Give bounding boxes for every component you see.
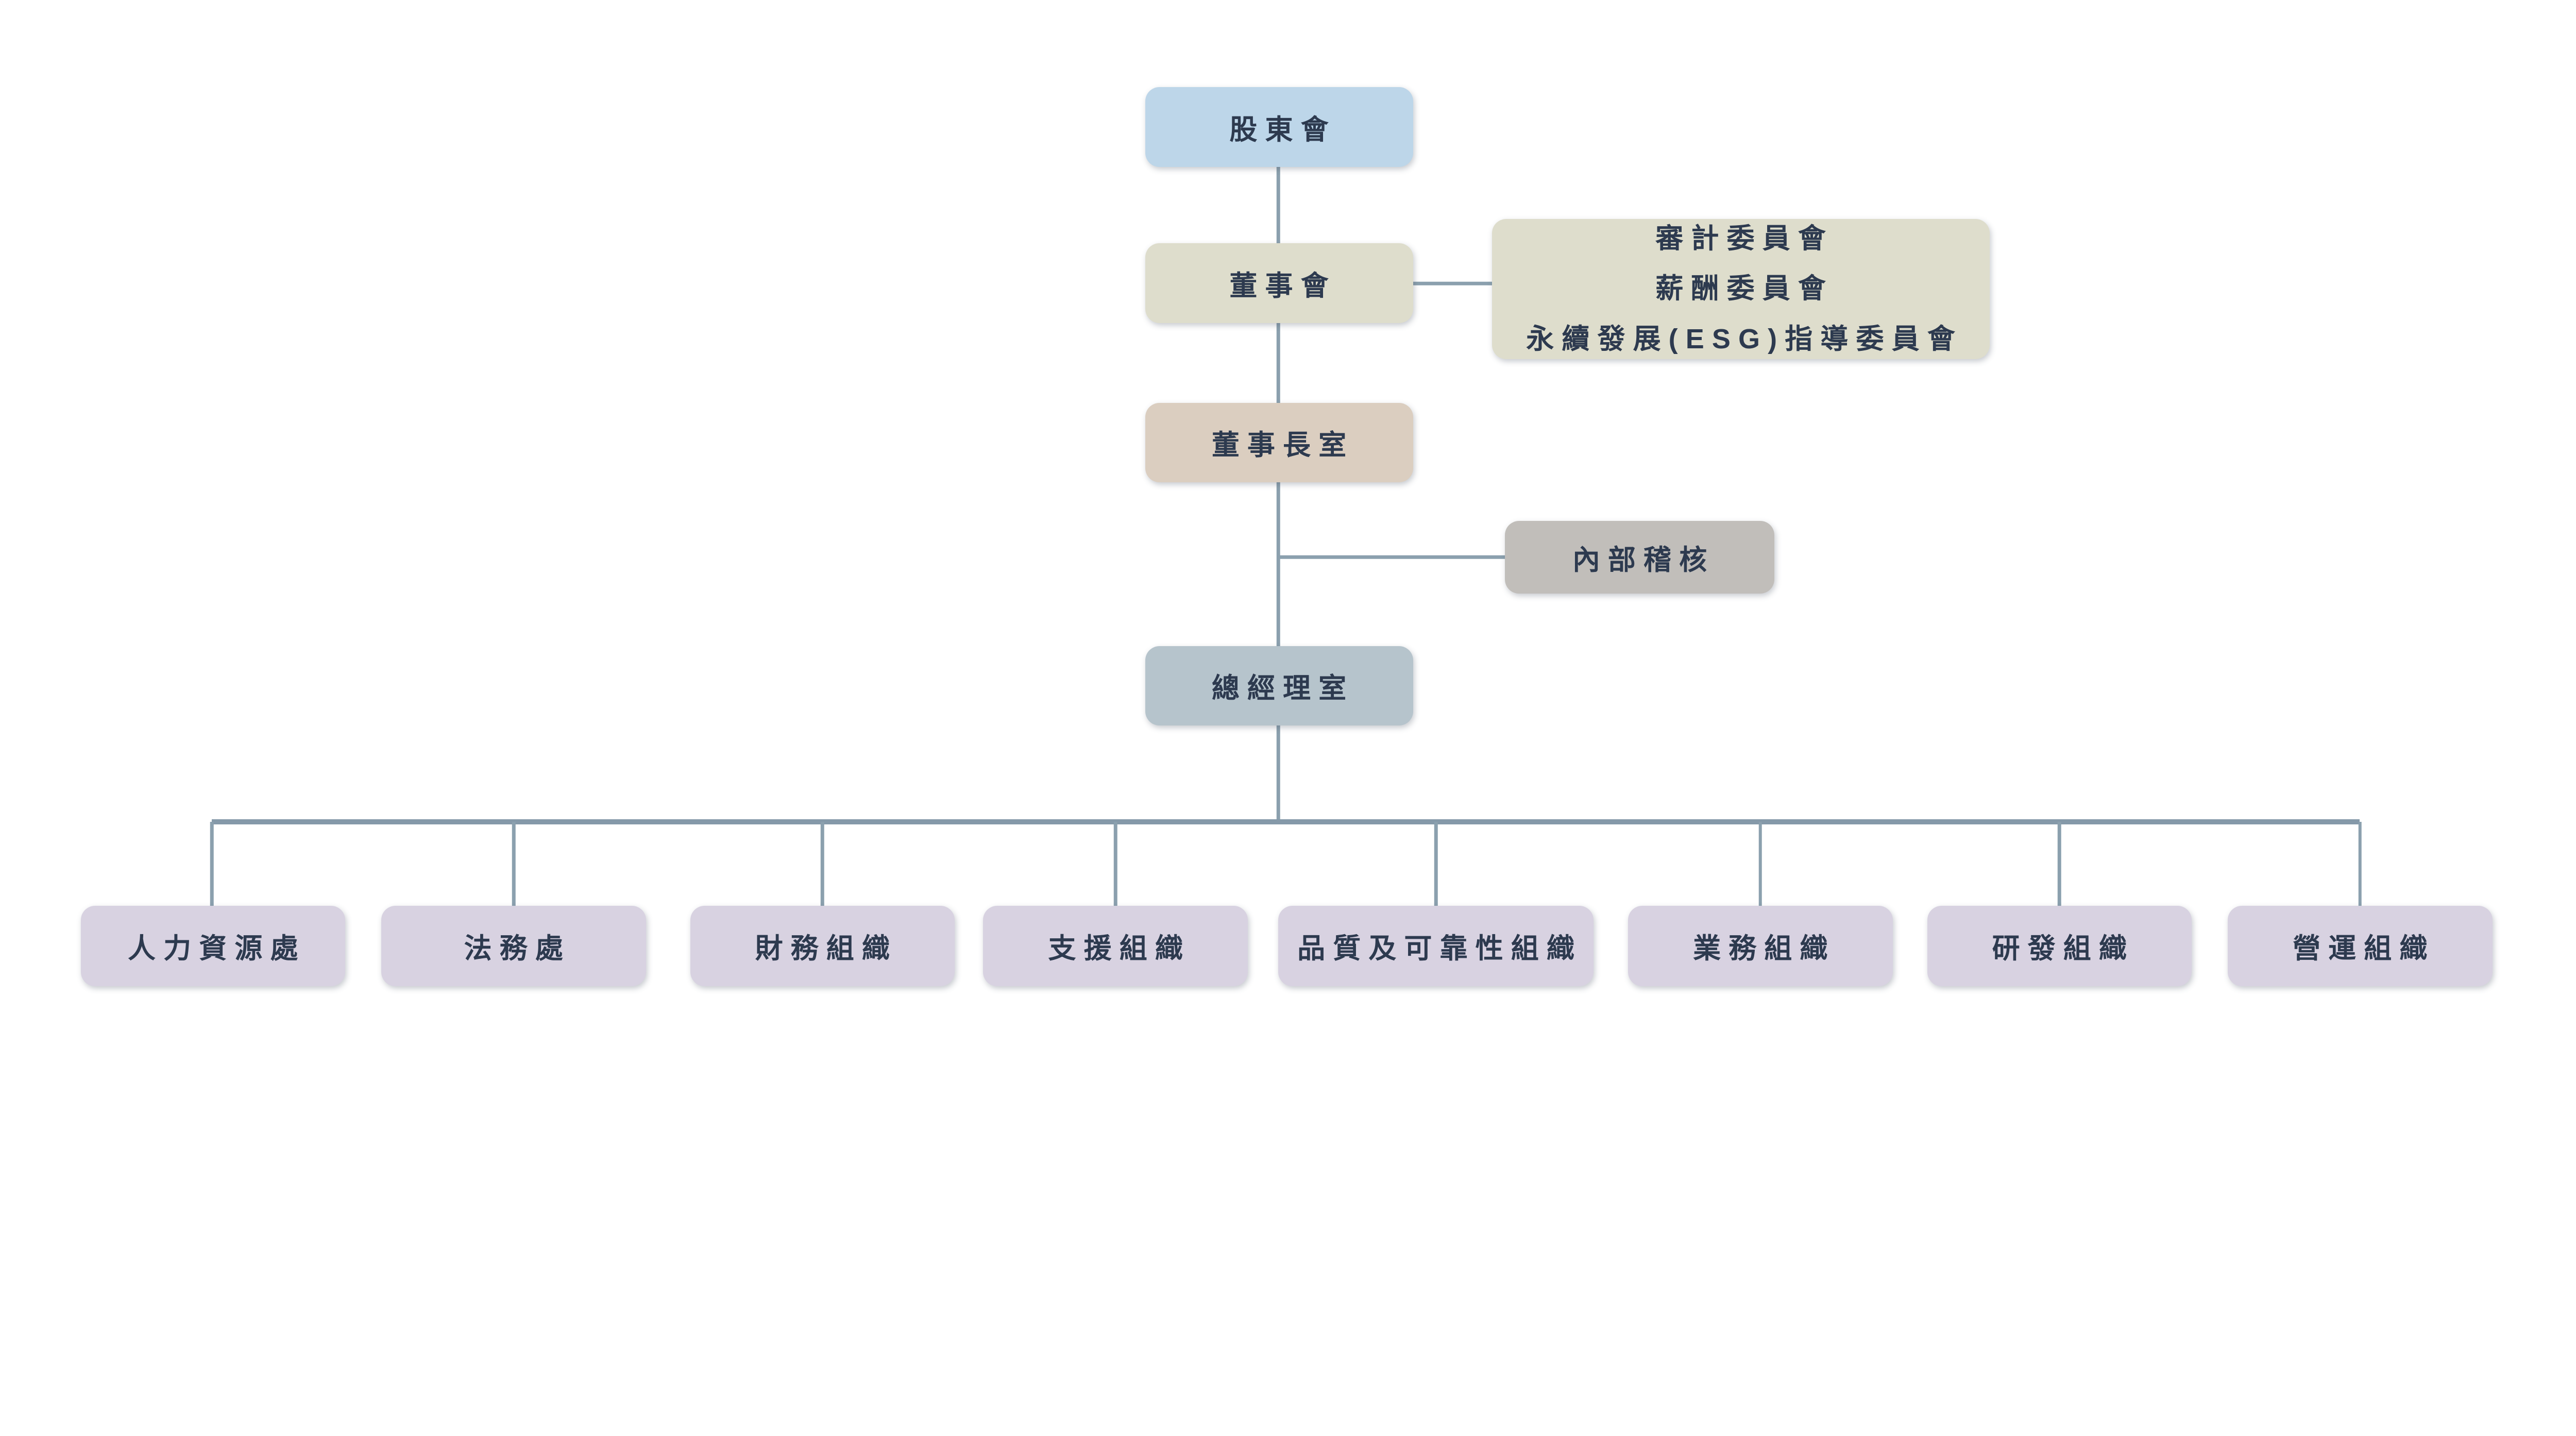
division-finance-label: 財務組織: [755, 933, 898, 965]
connector-board-to-chairman: [1276, 323, 1280, 403]
node-division-operations: 營運組織: [2228, 905, 2493, 986]
compensation-committee-label: 薪酬委員會: [1655, 273, 1834, 305]
division-operations-label: 營運組織: [2293, 933, 2435, 965]
org-chart-canvas: 股東會 董事會 審計委員會 薪酬委員會 永續發展(ESG)指導委員會 董事長室 …: [80, 87, 2493, 986]
node-division-sales: 業務組織: [1628, 905, 1893, 986]
node-chairman-office: 董事長室: [1145, 402, 1413, 482]
node-division-quality-reliability: 品質及可靠性組織: [1278, 905, 1594, 986]
drop-finance: [820, 821, 824, 906]
shareholders-meeting-label: 股東會: [1229, 114, 1336, 145]
drop-operations: [2358, 821, 2362, 906]
drop-rnd: [2057, 821, 2061, 906]
connector-chairman-to-president: [1276, 482, 1280, 646]
division-rail: [212, 819, 2360, 824]
node-division-rnd: 研發組織: [1927, 905, 2192, 986]
connector-president-to-rail: [1276, 725, 1280, 823]
president-office-label: 總經理室: [1211, 673, 1354, 704]
division-sales-label: 業務組織: [1693, 933, 1836, 965]
node-division-finance: 財務組織: [690, 905, 955, 986]
division-legal-label: 法務處: [464, 933, 571, 965]
node-internal-audit: 內部稽核: [1505, 521, 1774, 594]
division-support-label: 支援組織: [1048, 933, 1191, 965]
node-shareholders-meeting: 股東會: [1145, 87, 1413, 167]
division-rnd-label: 研發組織: [1992, 933, 2135, 965]
node-division-hr: 人力資源處: [80, 905, 345, 986]
board-of-directors-label: 董事會: [1229, 270, 1336, 301]
connector-shareholders-to-board: [1276, 166, 1280, 244]
audit-committee-label: 審計委員會: [1655, 223, 1834, 255]
drop-hr: [210, 821, 214, 906]
node-board-of-directors: 董事會: [1145, 243, 1413, 323]
node-division-legal: 法務處: [381, 905, 646, 986]
drop-legal: [512, 821, 516, 906]
drop-support: [1113, 821, 1117, 906]
esg-steering-committee-label: 永續發展(ESG)指導委員會: [1526, 323, 1963, 354]
drop-sales: [1758, 821, 1762, 906]
internal-audit-label: 內部稽核: [1572, 544, 1715, 576]
chairman-office-label: 董事長室: [1211, 430, 1354, 461]
division-quality-reliability-label: 品質及可靠性組織: [1297, 933, 1583, 965]
node-president-office: 總經理室: [1145, 646, 1413, 725]
division-hr-label: 人力資源處: [128, 933, 306, 965]
connector-trunk-to-internal-audit: [1278, 555, 1506, 559]
drop-quality: [1434, 821, 1438, 906]
node-board-committees: 審計委員會 薪酬委員會 永續發展(ESG)指導委員會: [1492, 219, 1990, 359]
connector-board-to-committees: [1413, 282, 1493, 285]
node-division-support: 支援組織: [983, 905, 1248, 986]
